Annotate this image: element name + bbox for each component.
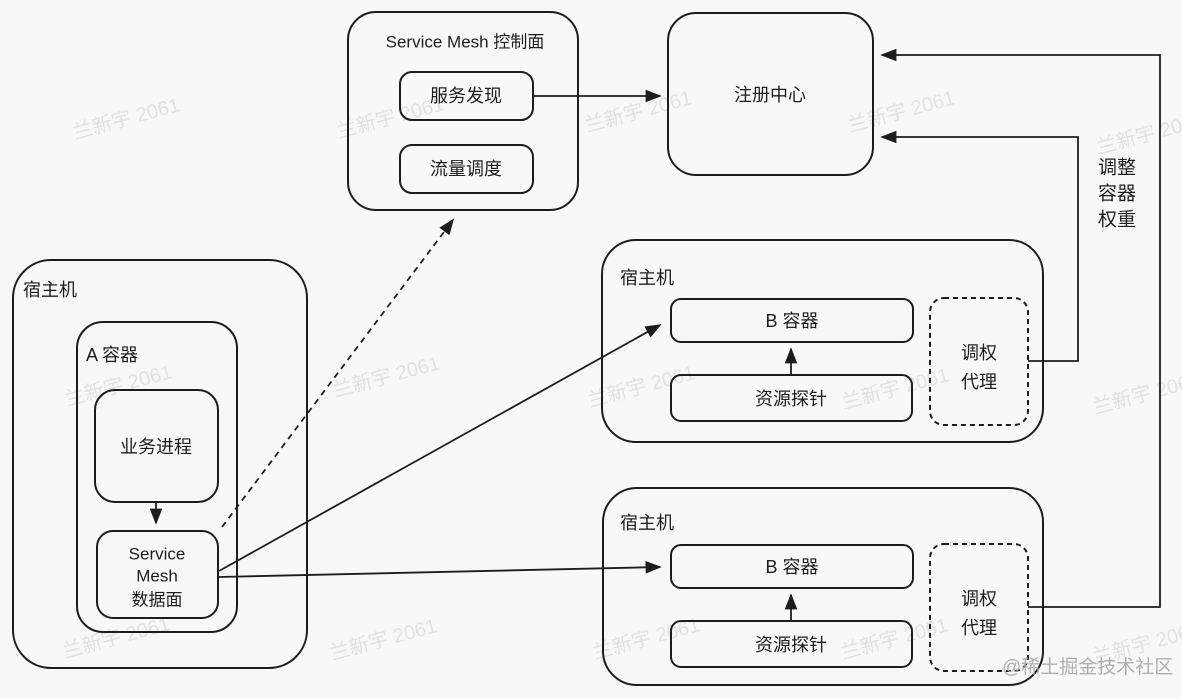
left-host-box <box>12 259 308 669</box>
data-plane-label-line3: 数据面 <box>132 591 183 610</box>
middle-weight-agent-label-line1: 调权 <box>961 343 997 363</box>
watermark-text: 兰新宇 2061 <box>1090 368 1182 419</box>
watermark-text: 兰新宇 2061 <box>330 351 442 402</box>
watermark-text: 兰新宇 2061 <box>60 612 172 663</box>
bottom-probe-box <box>670 620 913 668</box>
service-discovery-label: 服务发现 <box>430 86 502 106</box>
data-plane-label-line2: Mesh <box>136 567 178 586</box>
community-watermark: @稀土掘金技术社区 <box>1002 656 1173 678</box>
bottom-host-box <box>602 487 1044 686</box>
left-host-group: 宿主机 A 容器 业务进程 Service Mesh 数据面 <box>12 259 308 669</box>
a-container-box <box>76 321 238 633</box>
traffic-scheduling-label: 流量调度 <box>430 159 502 179</box>
bottom-host-label: 宿主机 <box>620 513 674 533</box>
middle-weight-agent-label-line2: 代理 <box>961 372 997 392</box>
adjust-weight-label-line3: 权重 <box>1098 209 1136 231</box>
registry-label: 注册中心 <box>734 85 806 105</box>
control-plane-title: Service Mesh 控制面 <box>386 33 545 52</box>
middle-b-container-box <box>670 298 914 343</box>
dataplane-to-bottom-container-arrow <box>218 561 662 578</box>
bottom-weight-agent-label-line2: 代理 <box>961 618 997 638</box>
watermark-text: 兰新宇 2061 <box>327 614 439 665</box>
connections-layer: 调整 容器 权重 <box>218 48 1161 608</box>
watermark-text: 兰新宇 2061 <box>839 363 951 414</box>
middle-b-container-label: B 容器 <box>765 311 818 331</box>
middle-agent-to-registry-arrow <box>880 130 1079 362</box>
watermark-text: 兰新宇 2061 <box>582 86 694 137</box>
bottom-b-container-label: B 容器 <box>765 557 818 577</box>
bottom-agent-to-registry-arrow <box>880 48 1161 608</box>
control-plane-group: Service Mesh 控制面 服务发现 流量调度 <box>347 11 579 211</box>
registry-box <box>667 12 874 176</box>
watermark-text: 兰新宇 2061 <box>70 93 182 144</box>
bottom-probe-label: 资源探针 <box>755 635 827 655</box>
adjust-weight-label-line1: 调整 <box>1098 157 1136 179</box>
middle-host-group: 宿主机 B 容器 资源探针 调权 代理 <box>601 239 1044 443</box>
bottom-host-group: 宿主机 B 容器 资源探针 调权 代理 <box>602 487 1044 686</box>
data-plane-box <box>96 530 219 619</box>
business-process-label: 业务进程 <box>120 437 192 457</box>
middle-probe-box <box>670 374 913 422</box>
watermark-text: 兰新宇 2061 <box>62 360 174 411</box>
bottom-weight-agent-box <box>929 543 1029 672</box>
dataplane-to-controlplane-dashed-arrow <box>221 218 455 528</box>
business-process-box <box>94 389 219 503</box>
bottom-b-container-box <box>670 544 914 589</box>
middle-host-box <box>601 239 1044 443</box>
dataplane-to-middle-container-arrow <box>218 324 662 572</box>
middle-host-label: 宿主机 <box>620 268 674 288</box>
control-plane-box <box>347 11 579 211</box>
left-host-label: 宿主机 <box>23 280 77 300</box>
traffic-scheduling-box <box>399 144 534 194</box>
watermark-layer: 兰新宇 2061 兰新宇 2061 兰新宇 2061 兰新宇 2061 兰新宇 … <box>60 86 1182 669</box>
a-container-label: A 容器 <box>86 345 138 365</box>
data-plane-label-line1: Service <box>129 545 186 564</box>
middle-weight-agent-box <box>929 297 1029 426</box>
registry-group: 注册中心 <box>667 12 874 176</box>
bottom-weight-agent-label-line1: 调权 <box>961 589 997 609</box>
adjust-weight-label-line2: 容器 <box>1098 183 1136 205</box>
watermark-text: 兰新宇 2061 <box>1094 108 1182 159</box>
watermark-text: 兰新宇 2061 <box>845 86 957 137</box>
middle-probe-label: 资源探针 <box>755 389 827 409</box>
